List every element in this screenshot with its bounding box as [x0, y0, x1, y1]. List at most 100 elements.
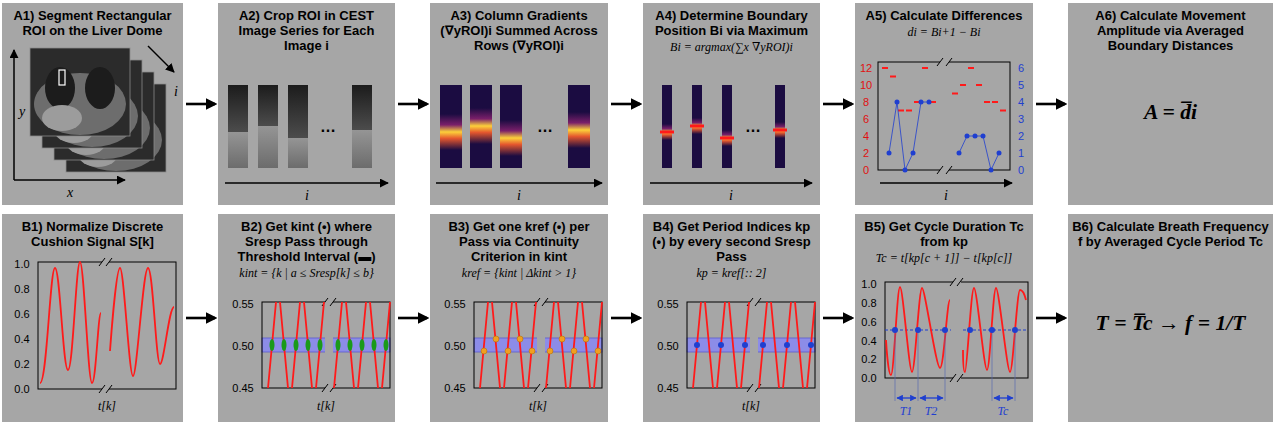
period-marker [694, 342, 814, 348]
boundary-profile [775, 85, 785, 168]
tick-label: 0.6 [14, 309, 29, 320]
step-formula: Bi = argmax(∑x ∇yROI)i [647, 40, 816, 55]
tick-label: 0.45 [444, 383, 465, 394]
axis-arrow [14, 179, 125, 181]
step-title: B4) Get Period Indices kp (•) by every s… [647, 219, 816, 264]
flow-arrow [398, 103, 427, 106]
signal-plot [102, 258, 109, 393]
axis-label: T1 [900, 405, 913, 417]
axis-label: i [517, 189, 521, 203]
flow-arrow [611, 317, 640, 320]
step-formula: Tc = t[kp[c + 1]] − t[kp[c]] [859, 251, 1029, 266]
tick-label: 0.45 [232, 383, 253, 394]
tick-label: 6 [863, 114, 869, 125]
threshold-plot [268, 302, 390, 388]
difference-plot [957, 151, 962, 156]
period-marker [694, 342, 700, 348]
step-title: A2) Crop ROI in CEST Image Series for Ea… [222, 8, 391, 53]
step-title: A5) Calculate Differences [859, 8, 1029, 23]
flow-arrow [823, 103, 852, 106]
difference-plot [981, 134, 986, 139]
threshold-plot [687, 298, 815, 392]
period-marker [742, 342, 748, 348]
step-panel: B5) Get Cycle Duration Tc from kpTc = t[… [855, 214, 1033, 422]
step-title: A1) Segment Rectangular ROI on the Liver… [6, 8, 179, 38]
signal-plot [99, 258, 112, 393]
roi-strip [288, 85, 308, 138]
cycle-plot [895, 330, 1015, 401]
reference-marker [571, 348, 577, 354]
reference-marker [481, 348, 487, 354]
tick-label: … [537, 119, 553, 135]
tick-label: 0.0 [861, 373, 876, 384]
boundary-profile [660, 131, 674, 134]
axis-label: t[k] [98, 400, 116, 412]
flow-arrow [398, 317, 427, 320]
difference-plot [937, 58, 952, 174]
tick-label: 6 [1018, 63, 1024, 74]
cycle-plot [989, 327, 995, 333]
roi-strip [228, 132, 248, 168]
interval-marker [318, 339, 323, 351]
period-marker [784, 342, 790, 348]
axis-arrow [436, 182, 602, 184]
interval-marker [270, 339, 275, 351]
difference-plot [959, 136, 999, 170]
interval-marker [282, 339, 287, 351]
boundary-profile [662, 85, 672, 168]
difference-plot [940, 58, 949, 174]
boundary-profile [690, 125, 704, 128]
tick-label: 0.50 [657, 341, 678, 352]
gradient-heatmap [500, 85, 522, 168]
difference-plot [973, 134, 978, 139]
axis-arrow [14, 46, 174, 180]
interval-marker [270, 339, 389, 351]
step-title: A3) Column Gradients (∇yROI)i Summed Acr… [434, 8, 604, 53]
axis-label: i [729, 189, 733, 203]
tick-label: 0.0 [14, 384, 29, 395]
reference-marker [505, 348, 511, 354]
gradient-heatmap [500, 120, 522, 156]
reference-marker [547, 348, 553, 354]
mri-image-stack [30, 48, 130, 136]
difference-plot [895, 100, 900, 105]
interval-marker [348, 339, 353, 351]
gradient-heatmap [470, 108, 492, 144]
tick-label: 10 [860, 80, 872, 91]
interval-marker [306, 339, 311, 351]
threshold-plot [480, 302, 602, 388]
flow-arrow [186, 317, 215, 320]
axis-label: t[k] [529, 400, 547, 412]
axis-arrow [650, 182, 812, 184]
step-panel: B6) Calculate Breath Frequency f by Aver… [1068, 214, 1273, 422]
difference-plot [878, 58, 1010, 174]
difference-plot [887, 151, 892, 156]
tick-label: 0.2 [14, 359, 29, 370]
tick-label: 0.50 [232, 341, 253, 352]
gradient-heatmap [568, 112, 590, 148]
tick-label: 4 [1018, 97, 1024, 108]
axis-arrow [880, 182, 1012, 184]
tick-label: 0.2 [861, 354, 876, 365]
threshold-plot [474, 298, 602, 392]
difference-plot [927, 100, 932, 105]
axis-arrow [13, 50, 15, 180]
signal-plot [110, 268, 174, 376]
difference-plot [965, 134, 970, 139]
reference-marker [493, 336, 499, 342]
axis-label: Tc [998, 405, 1009, 417]
cycle-plot [897, 397, 1013, 398]
boundary-profile [773, 129, 787, 132]
flow-arrow [611, 103, 640, 106]
cycle-plot [885, 278, 1028, 401]
step-formula: di = Bi+1 − Bi [859, 25, 1029, 40]
mri-image-stack [30, 48, 166, 172]
roi-strip [228, 85, 372, 168]
tick-label: 8 [863, 97, 869, 108]
period-marker [718, 342, 724, 348]
step-title: A6) Calculate Movement Amplitude via Ave… [1072, 8, 1269, 53]
tick-label: 0.55 [657, 299, 678, 310]
cycle-plot [950, 278, 963, 382]
period-marker [808, 342, 814, 348]
step-formula: kp = kref[:: 2] [647, 266, 816, 281]
